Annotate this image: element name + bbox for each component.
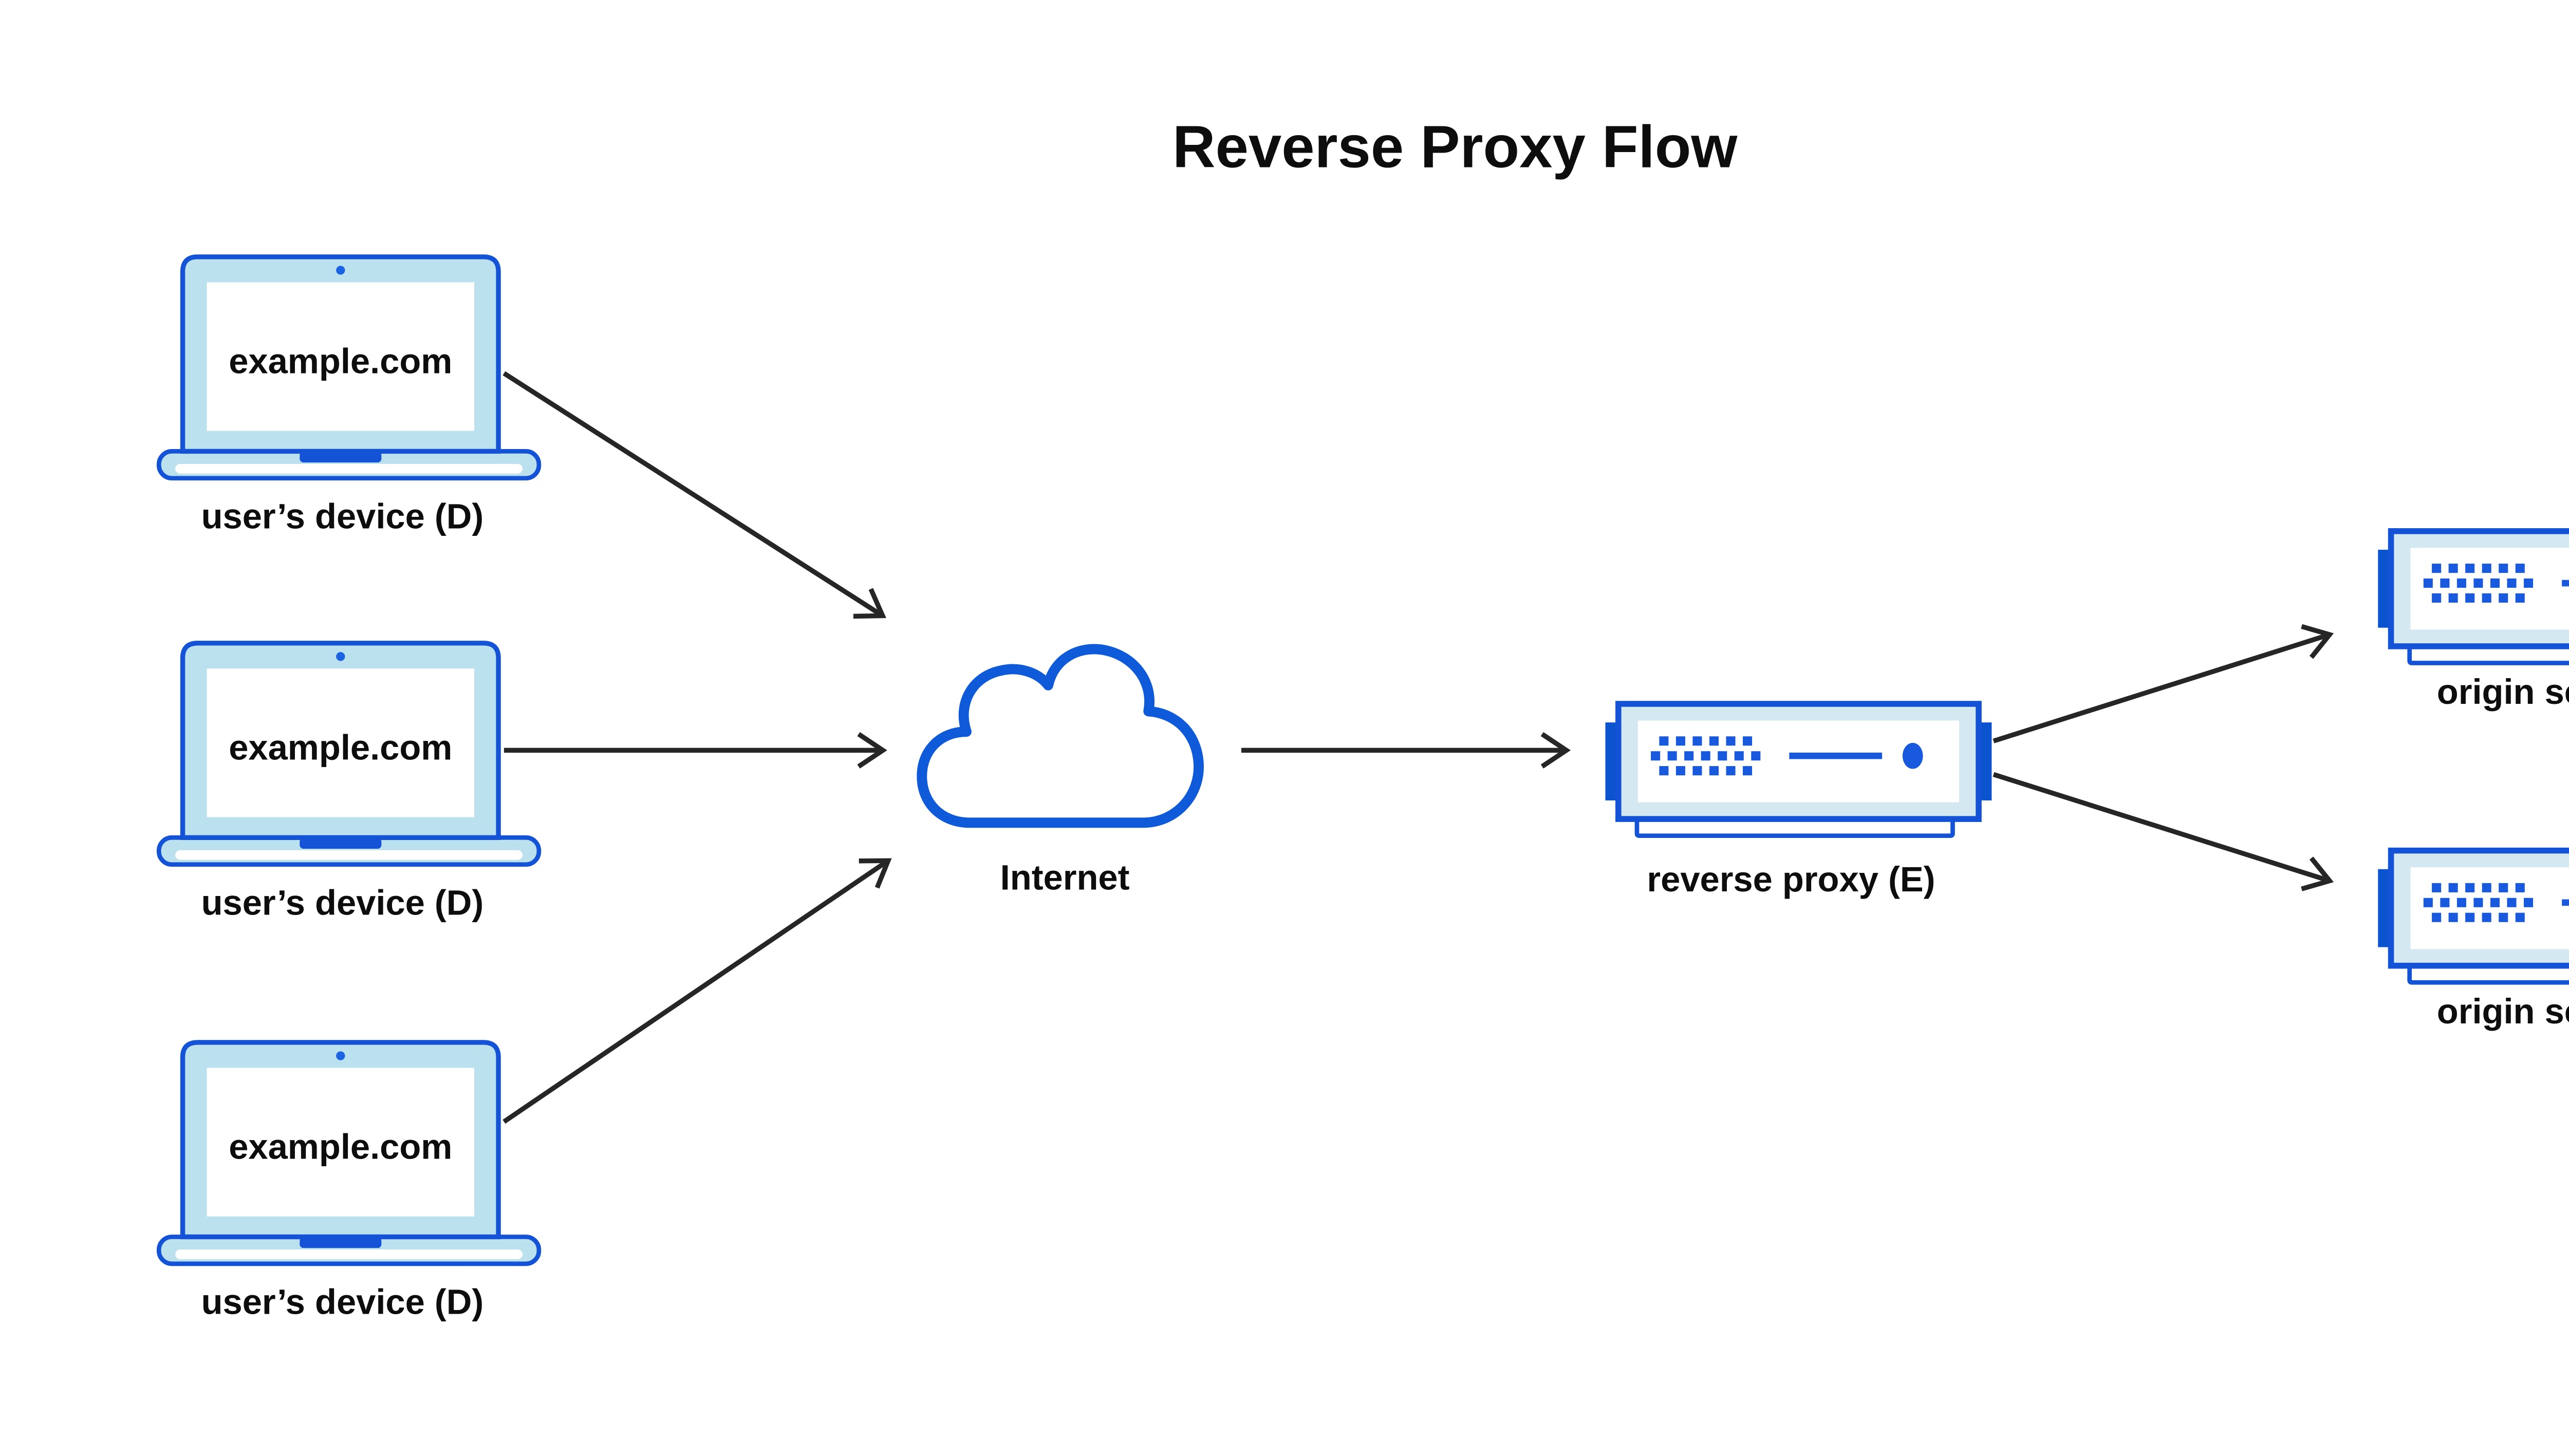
internet-node bbox=[917, 644, 1204, 828]
diagram-title: Reverse Proxy Flow bbox=[1172, 113, 1738, 180]
arrow-device1-to-internet bbox=[502, 371, 886, 619]
reverse-proxy-label: reverse proxy (E) bbox=[1647, 860, 1935, 899]
rack-server-icon bbox=[1605, 704, 1991, 836]
user-device-1: example.com user’s device (D) bbox=[159, 257, 539, 536]
arrow-proxy-to-origin1 bbox=[1993, 624, 2334, 743]
rack-server-icon bbox=[2378, 851, 2569, 983]
device-screen-url: example.com bbox=[229, 1127, 452, 1167]
origin-server-label: origin server (F) bbox=[2437, 672, 2569, 712]
arrow-device3-to-internet bbox=[502, 858, 892, 1124]
internet-label: Internet bbox=[1000, 857, 1130, 897]
rack-server-icon bbox=[2378, 531, 2569, 663]
device-screen-url: example.com bbox=[229, 342, 452, 381]
user-device-2: example.com user’s device (D) bbox=[159, 643, 539, 922]
device-screen-url: example.com bbox=[229, 727, 452, 767]
device-label: user’s device (D) bbox=[201, 496, 484, 536]
user-device-3: example.com user’s device (D) bbox=[159, 1042, 539, 1321]
origin-server-2: origin server (F) bbox=[2378, 851, 2569, 1031]
arrow-proxy-to-origin2 bbox=[1993, 772, 2334, 891]
reverse-proxy-node: reverse proxy (E) bbox=[1605, 704, 1991, 899]
cloud-icon bbox=[917, 644, 1204, 828]
origin-server-label: origin server (F) bbox=[2437, 992, 2569, 1031]
origin-server-1: origin server (F) bbox=[2378, 531, 2569, 712]
device-label: user’s device (D) bbox=[201, 1282, 484, 1321]
device-label: user’s device (D) bbox=[201, 883, 484, 922]
